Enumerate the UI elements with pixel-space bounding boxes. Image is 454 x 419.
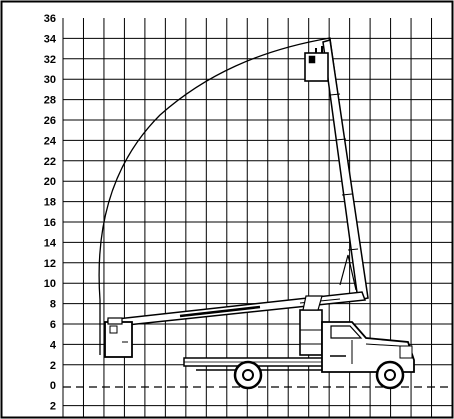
y-axis-tick-label: 28 [44, 95, 56, 107]
y-axis-tick-label: 22 [44, 156, 56, 168]
truck [183, 321, 415, 373]
y-axis-tick-label: 18 [44, 197, 56, 209]
y-axis-tick-label: 16 [44, 217, 56, 229]
bucket-lowered [104, 317, 133, 358]
y-axis-tick-label: 0 [50, 380, 56, 392]
y-axis-tick-label: 2 [50, 360, 56, 372]
bucket-raised [304, 46, 329, 82]
boom-raised [322, 39, 369, 301]
y-axis-tick-label: 30 [44, 74, 56, 86]
y-axis-tick-label: 4 [50, 339, 57, 351]
front-wheel [375, 360, 405, 390]
y-axis-tick-label: 24 [44, 135, 57, 147]
rear-wheel [233, 360, 263, 390]
y-axis-tick-label: 10 [44, 278, 56, 290]
y-axis-tick-label: 2 [50, 401, 56, 413]
y-axis-tick-label: 12 [44, 258, 56, 270]
y-axis-tick-label: 20 [44, 176, 56, 188]
working-range-envelope [98, 37, 367, 355]
y-axis-tick-label: 34 [44, 33, 57, 45]
y-axis-tick-label: 6 [50, 319, 56, 331]
y-axis-tick-label: 8 [50, 299, 56, 311]
y-axis-tick-label: 32 [44, 54, 56, 66]
y-axis-tick-label: 26 [44, 115, 56, 127]
y-axis-tick-label: 36 [44, 13, 56, 25]
grid [62, 18, 453, 417]
y-axis-tick-label: 14 [44, 237, 57, 249]
